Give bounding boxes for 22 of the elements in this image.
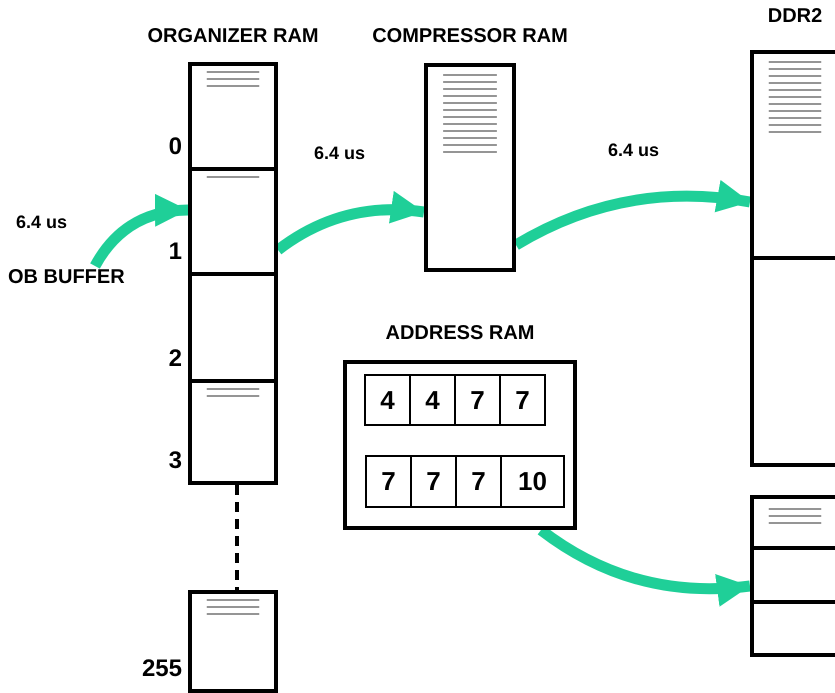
address-cell: 7 (365, 455, 412, 508)
slot-number: 2 (168, 345, 182, 373)
block-title: COMPRESSOR RAM (372, 25, 568, 48)
dashed-line (235, 485, 239, 590)
memory-slot (188, 590, 278, 693)
curved-arrow (90, 195, 188, 269)
slot-number: 255 (142, 655, 182, 683)
slot-number: 3 (168, 447, 182, 475)
block-title: ORGANIZER RAM (147, 25, 319, 48)
address-cell: 4 (364, 374, 411, 426)
address-cell: 7 (410, 455, 457, 508)
address-cell: 10 (500, 455, 565, 508)
block-title: ADDRESS RAM (386, 322, 534, 345)
address-cell: 7 (499, 374, 546, 426)
memory-array (750, 495, 835, 657)
block-title: DDR2 (768, 5, 822, 28)
slot-number: 0 (168, 133, 182, 161)
address-cell: 7 (455, 455, 502, 508)
address-cell: 7 (454, 374, 501, 426)
buffer-label: OB BUFFER (8, 266, 148, 296)
address-cell: 4 (409, 374, 456, 426)
slot-number: 1 (168, 238, 182, 266)
